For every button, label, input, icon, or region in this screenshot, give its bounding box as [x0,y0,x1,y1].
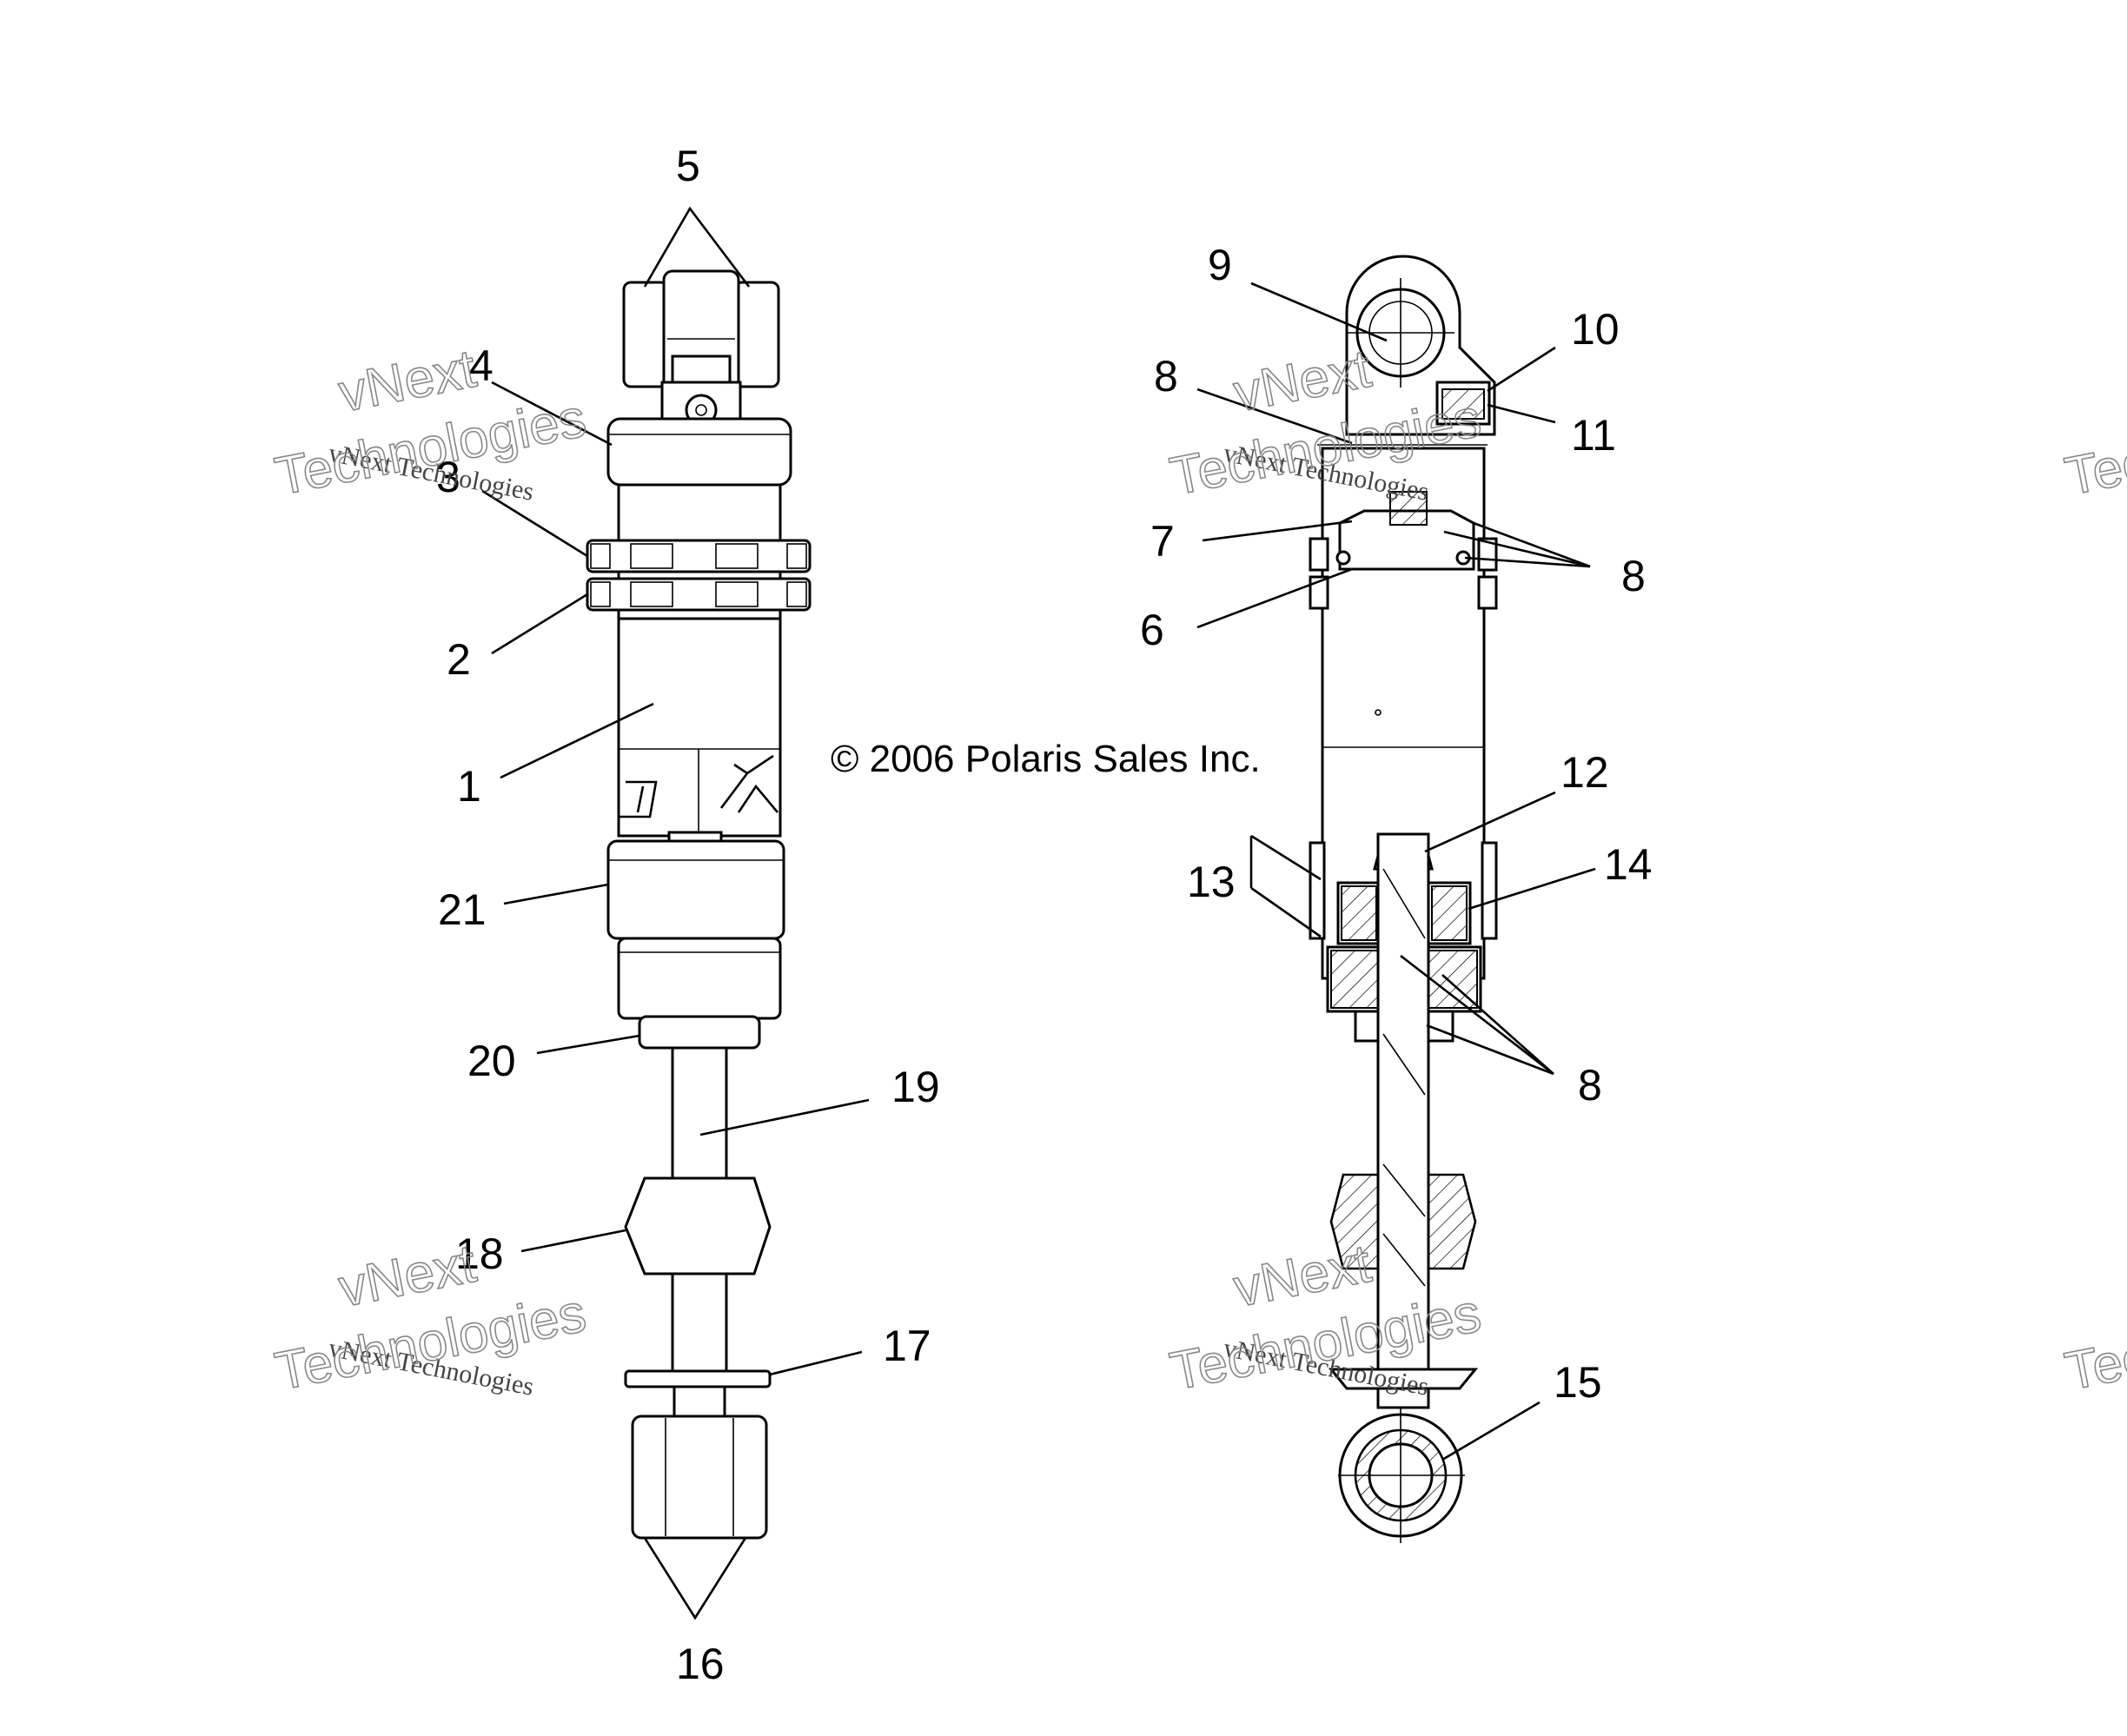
svg-text:Technologies: Technologies [2060,388,2127,507]
cross-section-washer [1328,1368,1479,1390]
lower-body [617,937,782,1020]
seal-cap [638,1015,761,1050]
top-eyelet-bushing-left [622,281,669,388]
brand-decal [619,754,779,818]
callout-7: 7 [1150,517,1175,566]
callout-13: 13 [1187,858,1236,906]
callout-21: 21 [438,885,487,934]
callout-1: 1 [457,762,481,811]
piston-cap [1389,491,1428,526]
callout-8-bottom: 8 [1578,1061,1602,1110]
bottom-washer [624,1369,772,1388]
shock-cross-section-view [1309,255,1498,1543]
callout-11: 11 [1571,411,1616,460]
shaft [671,1046,728,1180]
watermarks: vNext vNext Technologies Technologies vN… [270,338,2127,1402]
svg-text:Technologies: Technologies [2060,1283,2127,1402]
top-eyelet-bushing-right [733,281,780,388]
watermark-bottom-left: vNext vNext Technologies Technologies [270,1233,592,1402]
leader-lines [481,206,1596,1620]
callout-labels: 5 4 3 2 1 21 20 19 18 17 16 9 10 8 11 7 … [436,142,1653,1688]
callout-16: 16 [676,1640,725,1688]
spring-collar-upper [586,539,812,573]
watermark-edge-top: Technologies [2060,388,2127,507]
callout-20: 20 [467,1037,516,1085]
callout-19: 19 [891,1063,940,1111]
body-tube [617,617,782,838]
watermark-edge-bottom: Technologies [2060,1282,2127,1402]
watermark-top-left: vNext vNext Technologies Technologies [270,338,592,507]
callout-2: 2 [447,635,471,684]
bumper [624,1176,772,1275]
callout-15: 15 [1554,1358,1602,1407]
callout-10: 10 [1571,305,1620,354]
copyright-notice: © 2006 Polaris Sales Inc. [831,738,1261,780]
callout-8-top: 8 [1154,352,1178,401]
callout-14: 14 [1604,840,1653,889]
callout-6: 6 [1140,606,1164,654]
callout-3: 3 [436,453,461,501]
callout-12: 12 [1560,748,1609,797]
callout-8-mid: 8 [1621,552,1646,600]
cross-section-bumper [1329,1173,1380,1270]
bottom-eyelet [631,1415,768,1540]
callout-4: 4 [469,341,494,390]
callout-5: 5 [676,142,700,190]
reservoir-ring [606,839,785,940]
callout-9: 9 [1208,241,1232,289]
callout-17: 17 [883,1322,931,1370]
body-cap [606,417,792,487]
spring-collar-lower [586,577,812,612]
callout-18: 18 [455,1229,504,1278]
shock-exterior-view [586,269,812,1540]
